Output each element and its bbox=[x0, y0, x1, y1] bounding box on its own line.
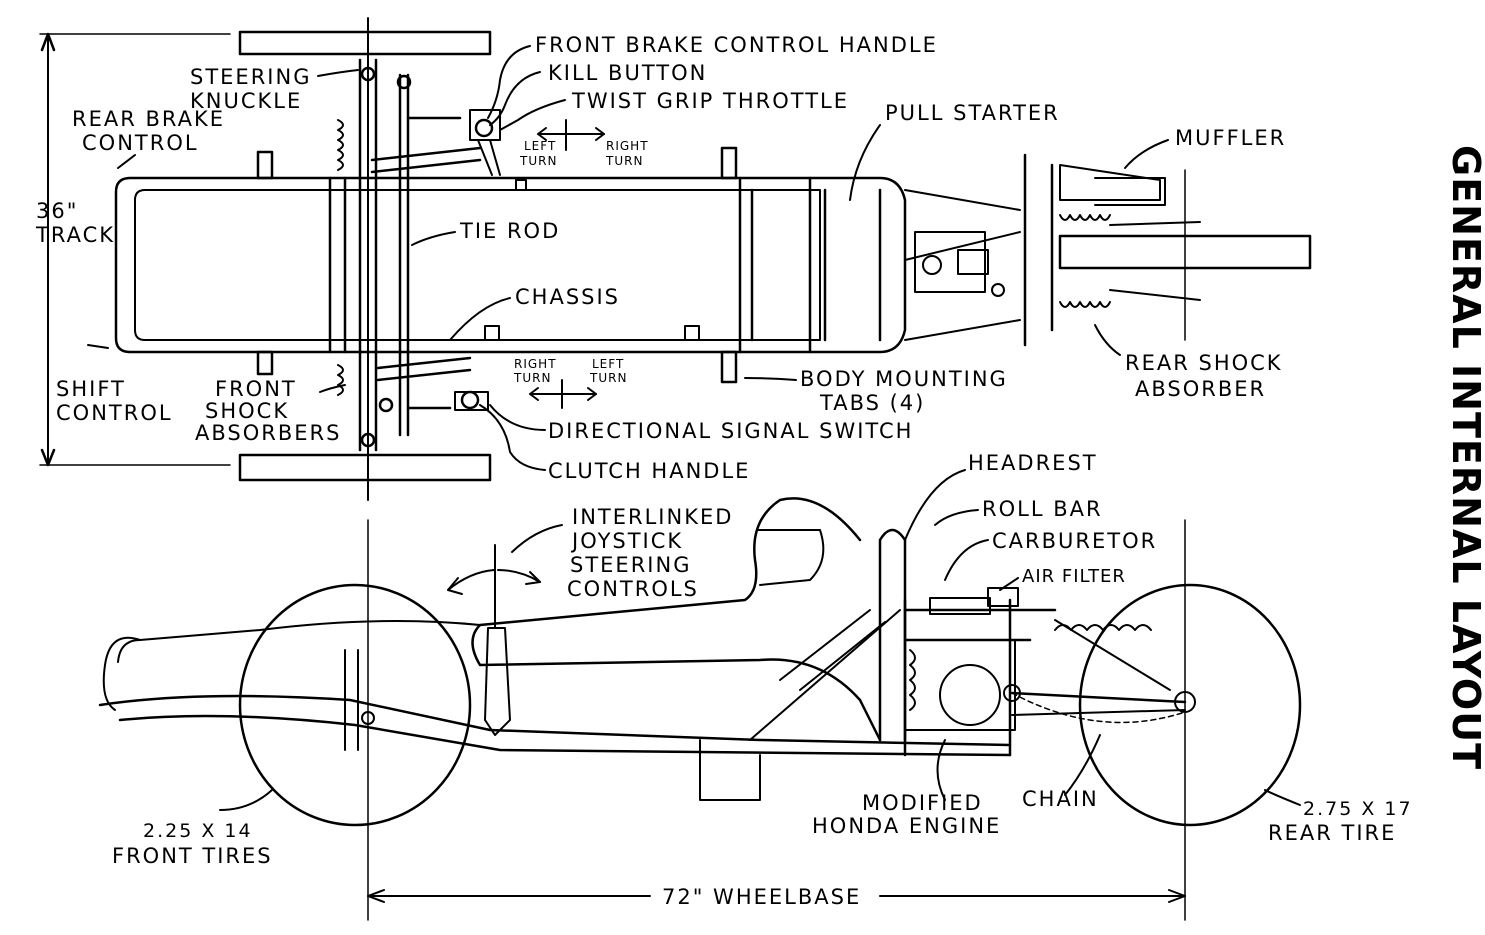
top-view bbox=[39, 17, 1312, 501]
label-body-tabs-2: TABS (4) bbox=[820, 391, 926, 415]
label-track: TRACK bbox=[36, 223, 115, 247]
leader-lines-top bbox=[87, 45, 1169, 471]
front-wheel-bottom bbox=[238, 453, 492, 482]
label-clutch-handle: CLUTCH HANDLE bbox=[548, 459, 751, 483]
rear-wheel-side bbox=[1078, 583, 1302, 827]
label-body-tabs-1: BODY MOUNTING bbox=[800, 367, 1008, 391]
label-knuckle: KNUCKLE bbox=[190, 89, 303, 113]
label-honda-engine: HONDA ENGINE bbox=[812, 814, 1002, 838]
label-joystick-4: CONTROLS bbox=[567, 577, 699, 601]
label-right-turn-top-2: TURN bbox=[606, 154, 644, 168]
label-modified: MODIFIED bbox=[862, 791, 983, 815]
label-track-value: 36" bbox=[36, 199, 79, 223]
label-left-turn-top-2: TURN bbox=[520, 154, 558, 168]
label-rear-shock-2: ABSORBER bbox=[1135, 377, 1267, 401]
label-left-turn-bottom-1: LEFT bbox=[592, 357, 625, 371]
side-view bbox=[98, 497, 1302, 921]
label-right-turn-bottom-1: RIGHT bbox=[514, 357, 557, 371]
label-twist-grip: TWIST GRIP THROTTLE bbox=[572, 89, 850, 113]
label-muffler: MUFFLER bbox=[1175, 126, 1287, 150]
label-directional-signal: DIRECTIONAL SIGNAL SWITCH bbox=[548, 419, 914, 443]
label-shift-control: CONTROL bbox=[56, 401, 173, 425]
label-rear-shock-1: REAR SHOCK bbox=[1125, 351, 1283, 375]
diagram-title: GENERAL INTERNAL LAYOUT bbox=[1444, 145, 1485, 770]
label-roll-bar: ROLL BAR bbox=[982, 497, 1103, 521]
label-right-turn-top-1: RIGHT bbox=[606, 139, 649, 153]
label-right-turn-bottom-2: TURN bbox=[514, 371, 552, 385]
label-pull-starter: PULL STARTER bbox=[885, 101, 1060, 125]
label-rear-tire: REAR TIRE bbox=[1268, 821, 1397, 845]
label-front-shock-1: FRONT bbox=[215, 377, 297, 401]
label-joystick-2: JOYSTICK bbox=[572, 529, 684, 553]
label-carburetor: CARBURETOR bbox=[992, 529, 1158, 553]
label-headrest: HEADREST bbox=[968, 451, 1098, 475]
label-rear-brake-control: CONTROL bbox=[82, 131, 199, 155]
label-front-tires-size: 2.25 X 14 bbox=[143, 820, 253, 842]
label-joystick-3: STEERING bbox=[570, 553, 692, 577]
label-front-shock-2: SHOCK bbox=[205, 399, 290, 423]
label-rear-brake: REAR BRAKE bbox=[72, 107, 226, 131]
label-front-shock-3: ABSORBERS bbox=[195, 421, 342, 445]
label-chassis: CHASSIS bbox=[515, 285, 621, 309]
front-wheel-top bbox=[238, 30, 492, 56]
label-chain: CHAIN bbox=[1022, 787, 1099, 811]
label-rear-tire-size: 2.75 X 17 bbox=[1303, 798, 1413, 820]
label-tie-rod: TIE ROD bbox=[460, 219, 561, 243]
front-wheel-side bbox=[238, 583, 472, 827]
chassis-frame bbox=[114, 176, 907, 354]
label-kill-button: KILL BUTTON bbox=[548, 61, 708, 85]
label-shift: SHIFT bbox=[56, 377, 126, 401]
label-steering: STEERING bbox=[190, 65, 312, 89]
label-left-turn-bottom-2: TURN bbox=[590, 371, 628, 385]
label-left-turn-top-1: LEFT bbox=[524, 139, 557, 153]
label-front-brake: FRONT BRAKE CONTROL HANDLE bbox=[535, 33, 938, 57]
leader-lines-side bbox=[219, 469, 1301, 811]
label-joystick-1: INTERLINKED bbox=[572, 505, 734, 529]
label-wheelbase: 72" WHEELBASE bbox=[662, 885, 862, 909]
label-front-tires: FRONT TIRES bbox=[112, 844, 273, 868]
label-air-filter: AIR FILTER bbox=[1022, 566, 1126, 587]
